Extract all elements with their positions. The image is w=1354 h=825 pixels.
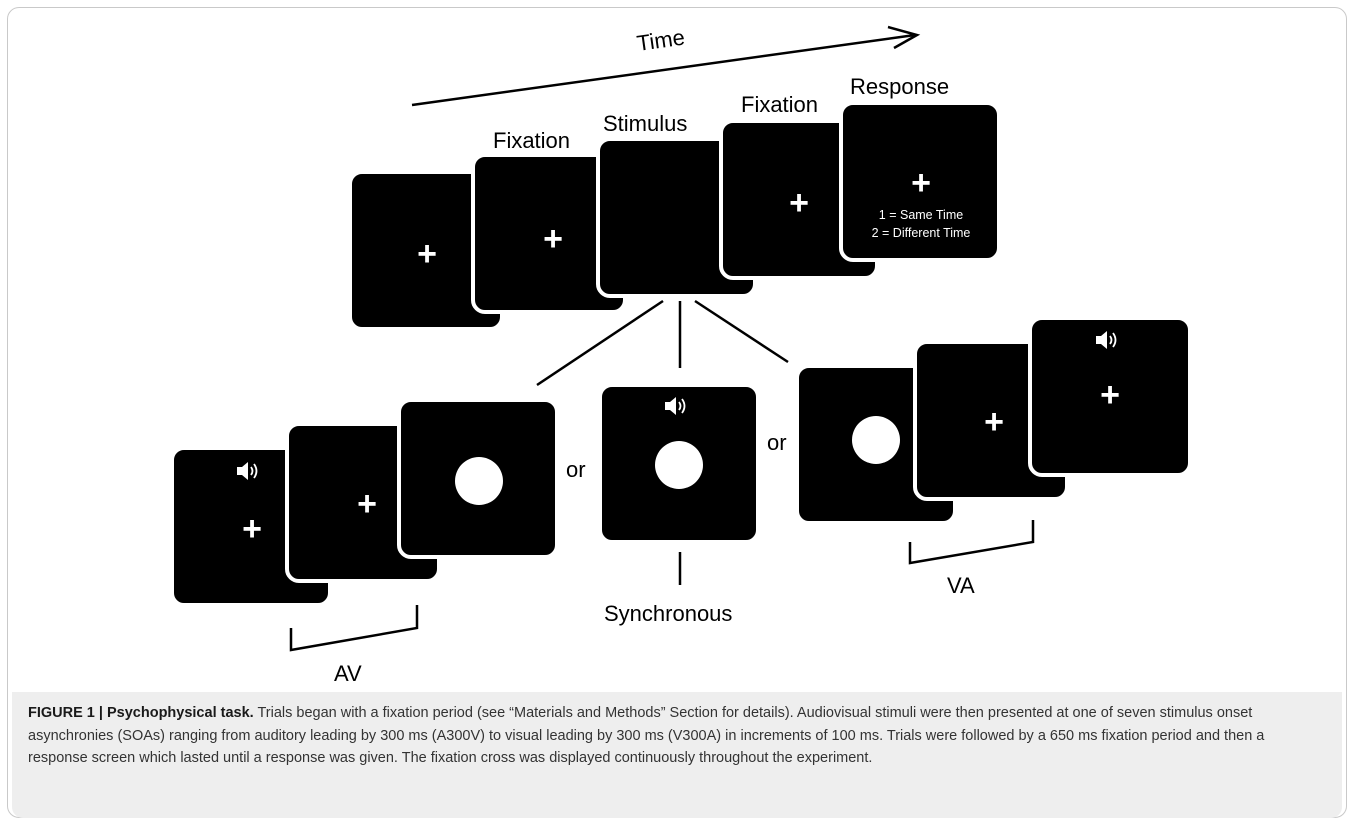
caption-text: Trials began with a fixation period (see… xyxy=(28,705,1265,766)
fixation-cross-icon: + xyxy=(984,403,1004,441)
av-label: AV xyxy=(334,661,362,686)
branch-lines xyxy=(536,299,789,387)
fixation-label-1: Fixation xyxy=(493,128,570,153)
av-screen-3 xyxy=(397,398,559,559)
fixation-cross-icon: + xyxy=(242,510,262,548)
fixation-cross-icon: + xyxy=(417,235,437,273)
synchronous-screen xyxy=(598,383,760,544)
response-screen: + 1 = Same Time 2 = Different Time xyxy=(839,101,1001,262)
va-label: VA xyxy=(947,573,975,598)
figure-caption: FIGURE 1 | Psychophysical task. Trials b… xyxy=(28,702,1328,770)
time-arrow-icon xyxy=(411,25,921,107)
av-bracket xyxy=(289,605,419,652)
caption-label: FIGURE 1 | Psychophysical task. xyxy=(28,705,254,721)
stimulus-label: Stimulus xyxy=(603,111,687,136)
or-label-2: or xyxy=(767,430,787,455)
va-screen-3: + xyxy=(1028,316,1192,477)
response-option-1: 1 = Same Time xyxy=(879,208,963,222)
response-label: Response xyxy=(850,74,949,99)
fixation-cross-icon: + xyxy=(789,184,809,222)
fixation-cross-icon: + xyxy=(1100,376,1120,414)
va-bracket xyxy=(908,520,1035,565)
fixation-label-2: Fixation xyxy=(741,92,818,117)
caption-box xyxy=(12,692,1342,818)
trial-diagram: Time Fixation Stimulus Fixation Response… xyxy=(170,25,1192,686)
fixation-cross-icon: + xyxy=(357,485,377,523)
synchronous-label: Synchronous xyxy=(604,601,732,626)
fixation-cross-icon: + xyxy=(543,220,563,258)
time-label: Time xyxy=(635,25,686,56)
or-label-1: or xyxy=(566,457,586,482)
response-option-2: 2 = Different Time xyxy=(872,226,971,240)
fixation-cross-icon: + xyxy=(911,164,931,202)
